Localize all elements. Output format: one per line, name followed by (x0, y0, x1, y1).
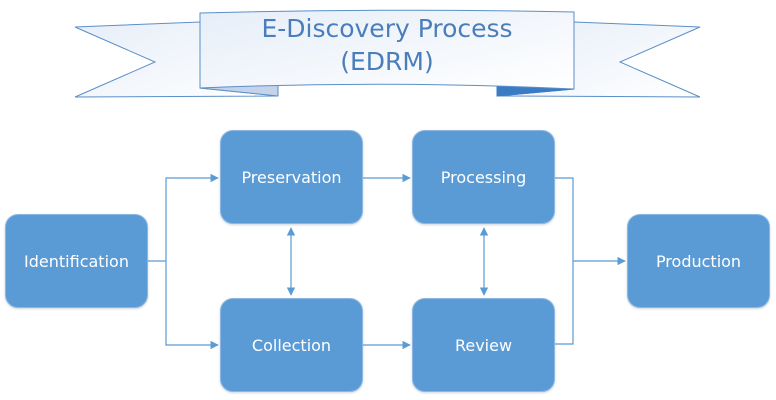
node-processing[interactable]: Processing (412, 130, 555, 224)
title-line-1: E-Discovery Process (261, 14, 513, 43)
connectors (148, 173, 626, 350)
node-label: Production (655, 251, 742, 271)
node-collection[interactable]: Collection (220, 298, 363, 392)
node-label: Processing (440, 167, 527, 187)
node-production[interactable]: Production (627, 214, 770, 308)
connector-identification-collection (165, 261, 219, 350)
connector-processing-merge (555, 177, 574, 261)
node-review[interactable]: Review (412, 298, 555, 392)
diagram-title: E-Discovery Process (EDRM) (200, 12, 574, 78)
node-label: Collection (251, 335, 332, 355)
node-label: Preservation (241, 167, 342, 187)
title-ribbon (74, 9, 701, 98)
node-preservation[interactable]: Preservation (220, 130, 363, 224)
title-line-2: (EDRM) (340, 47, 434, 76)
ribbon-center-panel (199, 9, 575, 90)
node-label: Review (454, 335, 513, 355)
connector-review-merge (555, 261, 574, 345)
node-identification[interactable]: Identification (5, 214, 148, 308)
connector-identification-preservation (165, 173, 219, 261)
node-label: Identification (24, 251, 129, 271)
